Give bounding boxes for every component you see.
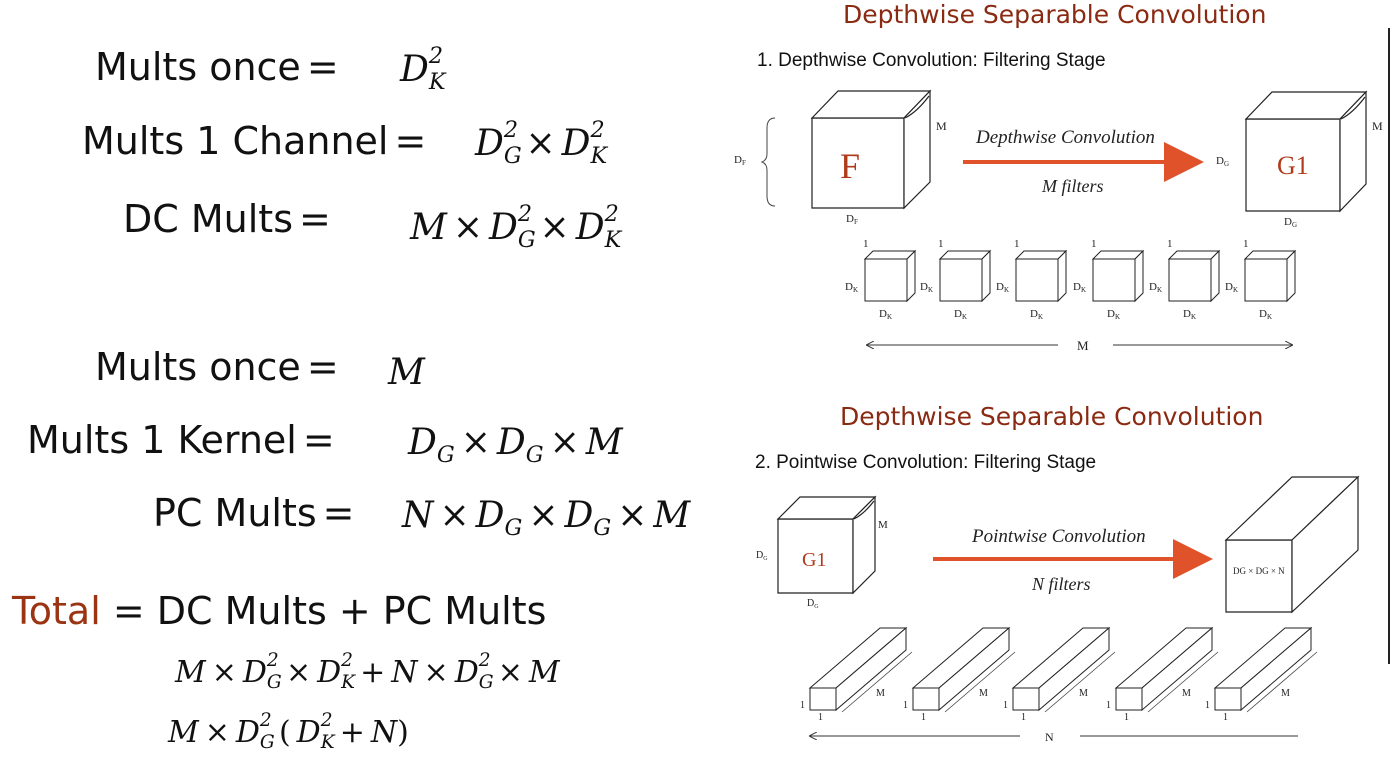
eq4-rhs: M <box>388 352 425 393</box>
kernel-cube: DK DK 1 <box>845 238 917 321</box>
eq1-label: Mults once= <box>95 45 339 89</box>
arrow1-bottom-label: M filters <box>1041 176 1104 196</box>
cube-g1-label: G1 <box>1277 151 1309 180</box>
kernel-label: DK <box>1030 308 1043 321</box>
eq6-rhs: N×DG×DG×M <box>402 495 691 542</box>
arrow1-top-label: Depthwise Convolution <box>975 127 1155 148</box>
cube-f-label: F <box>840 146 860 186</box>
eq5-rhs: DG×DG×M <box>408 422 623 469</box>
input-cube-f <box>810 89 932 210</box>
pointwise-kernel-label: 1 <box>1223 712 1228 723</box>
kernel-label: 1 <box>1167 238 1173 250</box>
kernel-label: DK <box>996 281 1009 294</box>
input-cube-g1-small <box>776 495 877 595</box>
kernel-label: DK <box>1107 308 1120 321</box>
pointwise-kernel-label: 1 <box>800 700 805 711</box>
kernel-label: 1 <box>863 238 869 250</box>
kernel-cube: DK DK 1 <box>920 238 992 321</box>
pointwise-kernel-label: M <box>1182 688 1191 699</box>
kernel-row: DK DK 1DK DK 1DK DK 1DK DK 1DK DK 1DK DK 1 <box>845 238 1297 321</box>
pointwise-kernel: M 1 1 <box>903 626 1016 723</box>
dg-label-left: DG <box>1216 155 1229 168</box>
pointwise-kernel-label: M <box>876 688 885 699</box>
output-volume-label: DG × DG × N <box>1233 566 1285 576</box>
diagram-subtitle-2: 2. Pointwise Convolution: Filtering Stag… <box>755 452 1097 473</box>
kernel-label: DK <box>1073 281 1086 294</box>
pointwise-kernel-label: 1 <box>1106 700 1111 711</box>
n-range-label: N <box>1045 730 1054 744</box>
output-volume <box>1224 475 1360 614</box>
kernel-label: DK <box>879 308 892 321</box>
diagram-subtitle-1: 1. Depthwise Convolution: Filtering Stag… <box>757 50 1106 71</box>
pointwise-kernel: M 1 1 <box>800 626 913 723</box>
pointwise-kernel-label: M <box>1079 688 1088 699</box>
pointwise-kernel-row: M 1 1 M 1 1 M 1 1 M 1 1 M 1 1 <box>800 626 1318 723</box>
kernel-label: 1 <box>1014 238 1020 250</box>
kernel-cube: DK DK 1 <box>996 238 1068 321</box>
arrow2-top-label: Pointwise Convolution <box>971 526 1146 547</box>
pointwise-kernel: M 1 1 <box>1205 626 1318 723</box>
m-label-small: M <box>878 519 888 531</box>
total-word: Total <box>12 589 101 633</box>
output-cube-g1 <box>1244 90 1368 213</box>
pointwise-kernel-label: 1 <box>818 712 823 723</box>
kernel-label: DK <box>954 308 967 321</box>
kernel-label: DK <box>1149 281 1162 294</box>
pointwise-kernel-label: 1 <box>1205 700 1210 711</box>
m-range-label: M <box>1077 338 1089 353</box>
diagram-title-2: Depthwise Separable Convolution <box>840 402 1264 431</box>
df-brace <box>760 117 776 207</box>
dg-label-small-left: DG <box>756 550 768 562</box>
m-label-cube-g1: M <box>1372 119 1383 133</box>
kernel-cube: DK DK 1 <box>1225 238 1297 321</box>
diagram-title-1: Depthwise Separable Convolution <box>843 0 1267 29</box>
eq4-label: Mults once= <box>95 345 339 389</box>
arrow2-bottom-label: N filters <box>1031 574 1091 594</box>
pointwise-kernel-label: 1 <box>921 712 926 723</box>
kernel-cube: DK DK 1 <box>1149 238 1221 321</box>
kernel-label: DK <box>1225 281 1238 294</box>
total-line: Total = DC Mults + PC Mults <box>12 592 546 630</box>
eq6-label: PC Mults= <box>153 491 355 535</box>
kernel-label: 1 <box>1091 238 1097 250</box>
kernel-label: DK <box>1259 308 1272 321</box>
eq3-label: DC Mults= <box>123 197 331 241</box>
cube-g1-small-label: G1 <box>802 549 826 571</box>
eq5-label: Mults 1 Kernel= <box>27 418 335 462</box>
df-label-bottom: DF <box>846 213 858 226</box>
dg-label-bottom: DG <box>1284 216 1297 229</box>
m-label-cube-f: M <box>936 119 947 133</box>
pointwise-kernel-label: M <box>1281 688 1290 699</box>
pointwise-kernel-label: 1 <box>1124 712 1129 723</box>
pointwise-kernel-label: 1 <box>903 700 908 711</box>
kernel-label: DK <box>1183 308 1196 321</box>
kernel-label: DK <box>845 281 858 294</box>
pointwise-kernel-label: 1 <box>1003 700 1008 711</box>
dg-label-small-bottom: DG <box>807 598 819 610</box>
eq2-label: Mults 1 Channel= <box>82 119 427 163</box>
pointwise-kernel-label: M <box>979 688 988 699</box>
pointwise-kernel: M 1 1 <box>1106 626 1219 723</box>
total-rest: = DC Mults + PC Mults <box>112 589 547 633</box>
kernel-label: DK <box>920 281 933 294</box>
pointwise-kernel: M 1 1 <box>1003 626 1116 723</box>
df-label-left: DF <box>734 154 746 167</box>
kernel-label: 1 <box>1243 238 1249 250</box>
pointwise-kernel-label: 1 <box>1021 712 1026 723</box>
kernel-label: 1 <box>938 238 944 250</box>
kernel-cube: DK DK 1 <box>1073 238 1145 321</box>
right-edge-line <box>1388 28 1390 664</box>
